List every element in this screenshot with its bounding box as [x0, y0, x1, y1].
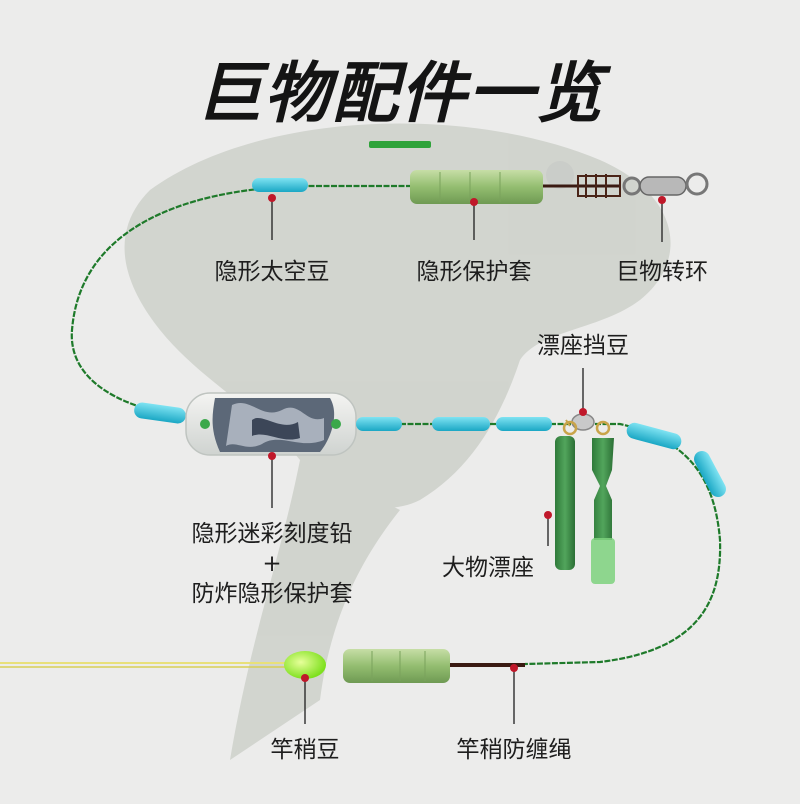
bead-left-sinker: [134, 402, 186, 424]
label-anti-tangle: 竿稍防缠绳: [456, 737, 572, 763]
space-bean-top: [252, 178, 308, 192]
protective-sleeve-bottom: [343, 649, 450, 683]
page-title: 巨物配件一览: [196, 55, 604, 132]
swivel-icon: [622, 172, 709, 196]
label-float-stopper: 漂座挡豆: [537, 333, 629, 359]
callout-dots: [268, 194, 666, 682]
label-blast-sleeve: 防炸隐形保护套: [191, 581, 353, 607]
label-protective-sleeve: 隐形保护套: [416, 259, 532, 285]
bead-mid-2: [432, 417, 490, 431]
label-swivel: 巨物转环: [616, 259, 708, 285]
rod-line: [0, 662, 290, 668]
label-space-bean: 隐形太空豆: [214, 259, 330, 285]
bead-mid-1: [356, 417, 402, 431]
float-seat-left: [555, 419, 578, 570]
float-seat-right: [591, 420, 615, 584]
leader-braid-top: [543, 174, 621, 198]
bead-mid-3: [496, 417, 552, 431]
protective-sleeve-top: [410, 170, 543, 204]
label-rod-tip-bean: 竿稍豆: [270, 737, 340, 763]
main-line: [70, 184, 412, 420]
label-camo-sinker: 隐形迷彩刻度铅: [191, 521, 353, 547]
label-float-seat: 大物漂座: [442, 555, 534, 581]
title-accent-bar: [369, 141, 431, 148]
callout-leaders: [271, 198, 663, 724]
bead-right-2: [694, 450, 726, 498]
bead-right-1: [626, 422, 682, 450]
label-plus: +: [262, 551, 282, 577]
rod-tip-bean: [284, 651, 326, 679]
camo-sinker: [185, 392, 357, 456]
